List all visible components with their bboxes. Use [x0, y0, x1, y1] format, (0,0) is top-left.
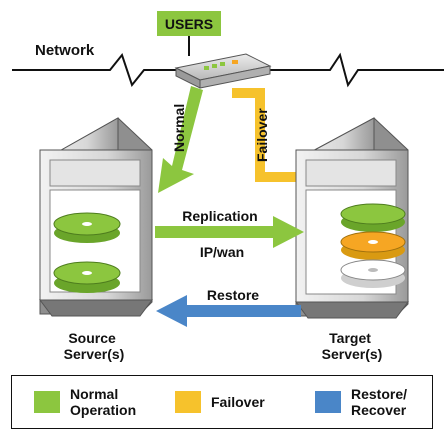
normal-arrow — [158, 86, 203, 193]
replication-arrow — [155, 216, 304, 248]
replication-label: Replication — [182, 208, 257, 224]
legend-item-failover: Failover — [175, 376, 265, 428]
target-server-label: Target Server(s) — [322, 330, 383, 362]
source-server-label-line-1: Source — [68, 330, 116, 346]
users-box — [157, 11, 221, 36]
legend-item-restore: Restore/ Recover — [315, 376, 407, 428]
target-disk-stack — [340, 203, 406, 288]
source-server-label-line-2: Server(s) — [64, 346, 125, 362]
target-server-label-line-2: Server(s) — [322, 346, 383, 362]
network-router — [174, 53, 272, 89]
failover-label: Failover — [254, 108, 270, 162]
restore-label: Restore — [207, 287, 259, 303]
legend-label-restore: Restore/ Recover — [351, 386, 408, 418]
users-label: USERS — [165, 16, 213, 32]
legend-swatch-restore — [315, 391, 341, 413]
legend-swatch-failover — [175, 391, 201, 413]
restore-arrow — [156, 295, 301, 327]
legend-item-normal: Normal Operation — [34, 376, 136, 428]
ip-wan-label: IP/wan — [200, 244, 244, 260]
source-server-label: Source Server(s) — [64, 330, 125, 362]
legend-label-failover: Failover — [211, 394, 265, 410]
source-disk-stack — [53, 212, 121, 293]
network-label: Network — [35, 42, 95, 59]
legend-swatch-normal — [34, 391, 60, 413]
target-server-label-line-1: Target — [329, 330, 371, 346]
legend: Normal Operation Failover Restore/ Recov… — [11, 375, 433, 429]
legend-label-normal: Normal Operation — [70, 386, 137, 418]
normal-label: Normal — [171, 104, 187, 152]
